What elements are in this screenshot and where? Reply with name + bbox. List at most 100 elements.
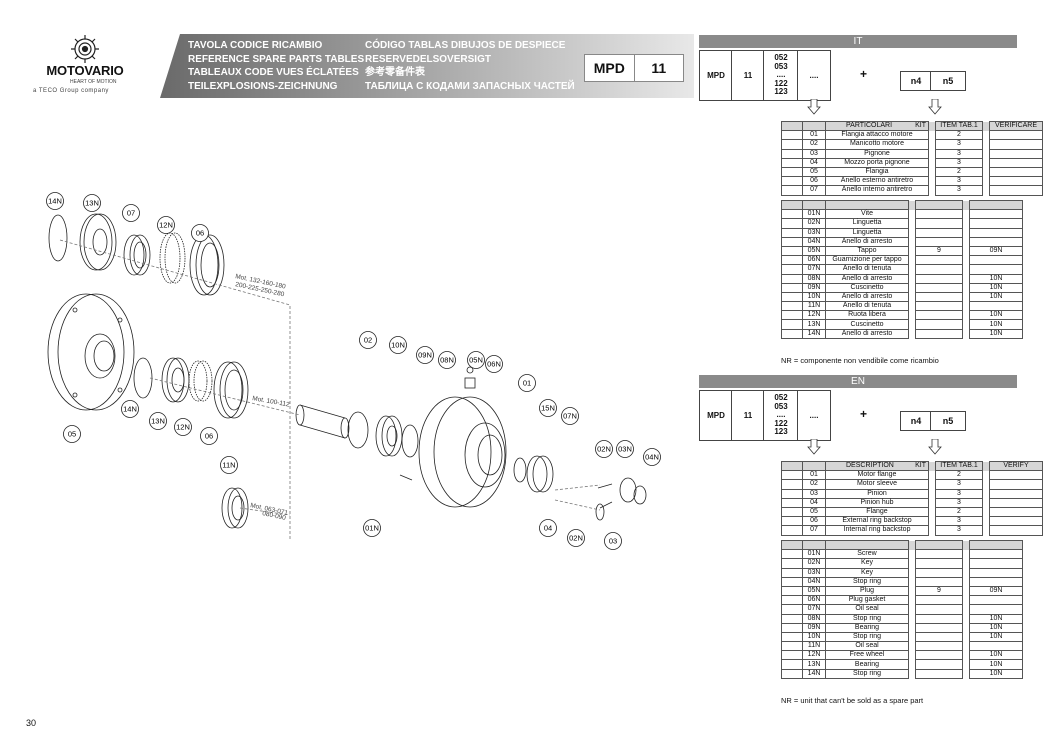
part-item bbox=[915, 668, 963, 679]
part-verify bbox=[969, 604, 1023, 615]
callout-label: 06 bbox=[205, 432, 213, 441]
part-desc: Bearing bbox=[825, 659, 909, 670]
callout-circle bbox=[604, 532, 622, 550]
part-desc: Ruota libera bbox=[825, 310, 909, 321]
callout-label: 15N bbox=[541, 404, 555, 413]
part-code: 10N bbox=[802, 631, 826, 643]
part-item bbox=[915, 641, 963, 652]
callout-circle bbox=[518, 374, 536, 392]
callout-circle bbox=[643, 448, 661, 466]
down-arrow-icon bbox=[807, 99, 821, 115]
part-code: 14N bbox=[802, 668, 826, 679]
part-desc: Key bbox=[825, 558, 909, 569]
part-code: 11N bbox=[802, 301, 826, 312]
plus-sign: + bbox=[860, 67, 868, 81]
part-item bbox=[915, 209, 963, 220]
part-item bbox=[915, 301, 963, 312]
part-verify: 09N bbox=[969, 585, 1023, 597]
part-verify: 10N bbox=[969, 613, 1023, 624]
part-item bbox=[915, 613, 963, 624]
header-line: RESERVEDELSOVERSIGT bbox=[365, 53, 491, 65]
part-code: 07N bbox=[802, 264, 826, 275]
part-item: 3 bbox=[935, 157, 983, 168]
code-cell-options: .... bbox=[797, 390, 831, 441]
brand-tagline: HEART OF MOTION bbox=[70, 79, 117, 85]
part-code: 04 bbox=[802, 157, 826, 168]
down-arrow-icon bbox=[807, 439, 821, 455]
down-arrow-icon bbox=[928, 439, 942, 455]
part-item bbox=[915, 650, 963, 661]
part-verify bbox=[969, 264, 1023, 275]
part-desc: Pinion hub bbox=[825, 497, 929, 508]
part-item: 2 bbox=[935, 470, 983, 481]
part-verify bbox=[989, 130, 1043, 141]
part-desc: Motor sleeve bbox=[825, 479, 929, 490]
part-verify bbox=[969, 576, 1023, 587]
part-code: 03 bbox=[802, 488, 826, 499]
part-verify bbox=[989, 497, 1043, 508]
part-item: 3 bbox=[935, 148, 983, 159]
callout-circle bbox=[83, 194, 101, 212]
part-code: 01N bbox=[802, 549, 826, 560]
part-verify bbox=[969, 641, 1023, 652]
part-verify bbox=[989, 139, 1043, 150]
product-code-box: MPD 11 bbox=[584, 54, 684, 82]
part-verify bbox=[989, 185, 1043, 196]
plus-sign: + bbox=[860, 407, 868, 421]
part-code: 13N bbox=[802, 319, 826, 330]
part-14N-upper bbox=[48, 214, 68, 262]
header-line: TAVOLA CODICE RICAMBIO bbox=[188, 40, 323, 51]
callout-circle bbox=[200, 427, 218, 445]
code-cell-series: MPD bbox=[699, 50, 733, 101]
product-code-value: 11 bbox=[633, 55, 684, 81]
callout-label: 11N bbox=[222, 461, 235, 470]
part-desc: Screw bbox=[825, 549, 909, 560]
part-item bbox=[915, 273, 963, 284]
part-code: 11N bbox=[802, 641, 826, 652]
part-verify bbox=[969, 549, 1023, 560]
part-desc: Flangia bbox=[825, 166, 929, 178]
dim-label: 080-090 bbox=[262, 510, 287, 522]
callout-label: 03 bbox=[609, 537, 617, 546]
part-item: 3 bbox=[935, 176, 983, 187]
part-desc: Anello di tenuta bbox=[825, 301, 909, 312]
part-code: 06N bbox=[802, 255, 826, 266]
size-value: 052 bbox=[774, 53, 788, 63]
kit-verify-header: VERIFICARE bbox=[989, 120, 1043, 132]
part-desc: Bearing bbox=[825, 622, 909, 633]
brand-name: MOTOVARIO bbox=[46, 63, 124, 78]
brand-group: a TECO Group company bbox=[33, 88, 109, 94]
part-desc: Linguetta bbox=[825, 227, 909, 238]
callout-circle bbox=[416, 346, 434, 364]
part-desc: Cuscinetto bbox=[825, 282, 909, 293]
callout-label: 02 bbox=[364, 336, 372, 345]
part-desc: Oil seal bbox=[825, 604, 909, 615]
part-item: 9 bbox=[915, 585, 963, 597]
part-code: 05N bbox=[802, 245, 826, 257]
callout-label: 12N bbox=[159, 221, 173, 230]
kit-kit-header: KIT bbox=[915, 462, 926, 470]
part-code: 07N bbox=[802, 604, 826, 615]
part-verify bbox=[989, 470, 1043, 481]
callout-circle bbox=[595, 440, 613, 458]
part-item bbox=[915, 227, 963, 238]
